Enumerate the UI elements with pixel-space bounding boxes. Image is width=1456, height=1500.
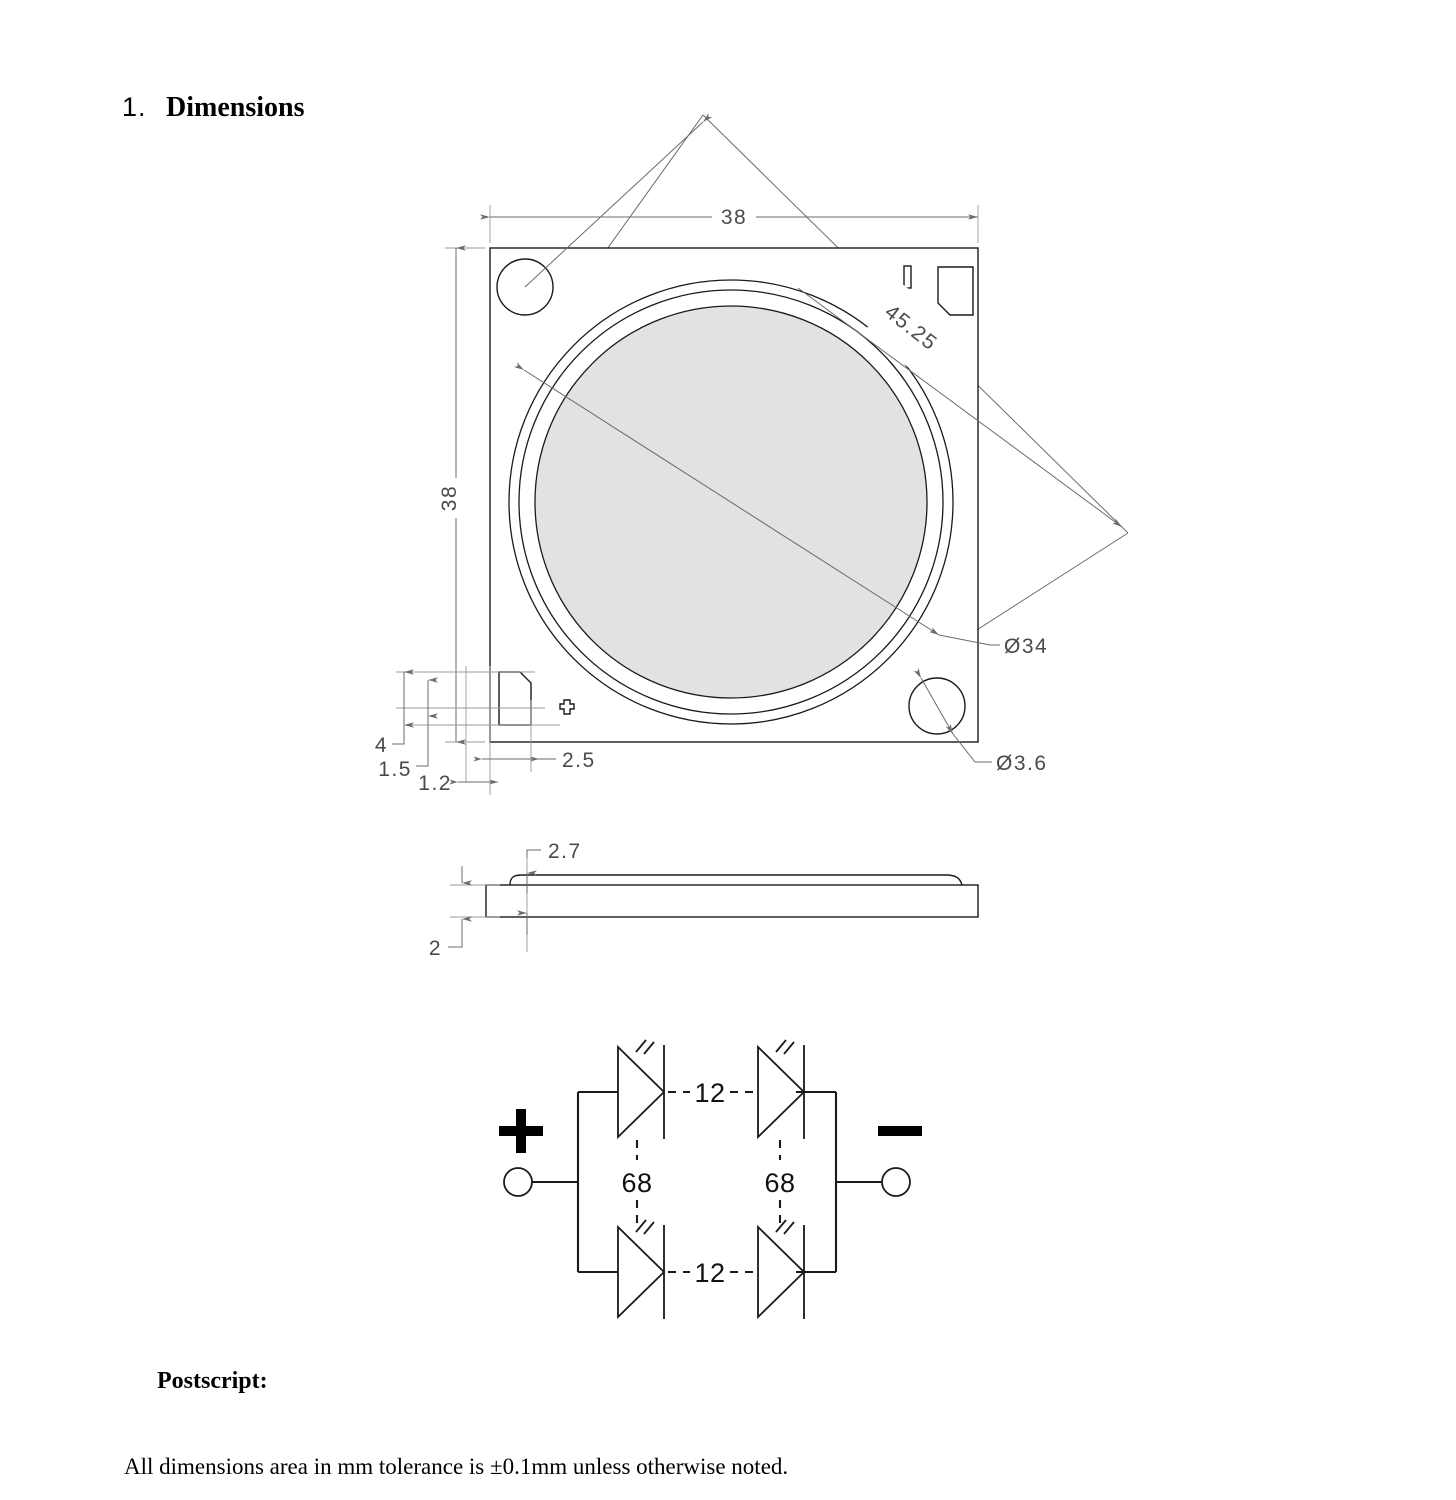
series-label-bottom: 12: [694, 1258, 725, 1288]
terminal-negative: [881, 1167, 911, 1197]
parallel-label-right: 68: [764, 1168, 795, 1198]
dim-label-2-7: 2.7: [548, 840, 582, 863]
plus-symbol-icon: [499, 1109, 543, 1153]
dim-label-width: 38: [721, 206, 747, 229]
parallel-count-left: 68: [621, 1140, 652, 1224]
dim-label-emitter-diameter: Ø34: [1004, 635, 1048, 658]
dim-label-hole-diameter: Ø3.6: [996, 752, 1048, 775]
dimension-diagonal-45-25: 45.25: [524, 113, 1123, 528]
dim-label-4: 4: [375, 734, 388, 757]
plus-marker-icon: [559, 699, 575, 715]
emitter-outer-ring: [508, 279, 954, 725]
tolerance-note: All dimensions area in mm tolerance is ±…: [124, 1454, 789, 1479]
series-count-top: 12: [668, 1078, 756, 1108]
series-label-top: 12: [694, 1078, 725, 1108]
dim-label-2: 2: [429, 937, 442, 960]
led-top-left-icon: [617, 1039, 666, 1140]
page-title: Dimensions: [166, 92, 305, 123]
led-bottom-left-icon: [617, 1219, 666, 1320]
dimension-height-38: 38: [438, 245, 485, 745]
dimension-2: 2: [429, 866, 500, 960]
led-bottom-right-icon: [757, 1219, 806, 1320]
dim-label-2-5: 2.5: [562, 749, 596, 772]
terminal-positive: [503, 1167, 533, 1197]
minus-symbol-icon: [878, 1126, 922, 1136]
parallel-count-right: 68: [764, 1140, 795, 1224]
anode-pad-top-right: [937, 266, 974, 316]
series-count-bottom: 12: [668, 1258, 756, 1288]
dimension-hole-diameter: Ø3.6: [913, 667, 1048, 775]
substrate-body: [485, 884, 979, 918]
dimension-emitter-diameter: Ø34: [514, 362, 1048, 658]
top-view: 38 38 45.25 Ø34: [375, 113, 1129, 795]
postscript-label: Postscript:: [157, 1368, 268, 1394]
alignment-slot: [903, 265, 912, 289]
led-top-right-icon: [757, 1039, 806, 1140]
section-number: 1.: [122, 92, 147, 122]
dimension-2-7: 2.7: [517, 840, 582, 952]
dim-label-height: 38: [438, 485, 461, 511]
circuit-diagram: 12 12 68 68: [499, 1039, 922, 1320]
lens-profile: [509, 874, 963, 886]
dimension-width-38: 38: [480, 205, 979, 243]
pad-dimension-cluster: 4 1.5 1.2 2.5: [375, 666, 596, 795]
side-view: 2.7 2: [429, 840, 979, 960]
mounting-hole-top-left: [496, 258, 554, 316]
dim-label-1-2: 1.2: [418, 772, 452, 795]
dim-label-1-5: 1.5: [378, 758, 412, 781]
parallel-label-left: 68: [621, 1168, 652, 1198]
